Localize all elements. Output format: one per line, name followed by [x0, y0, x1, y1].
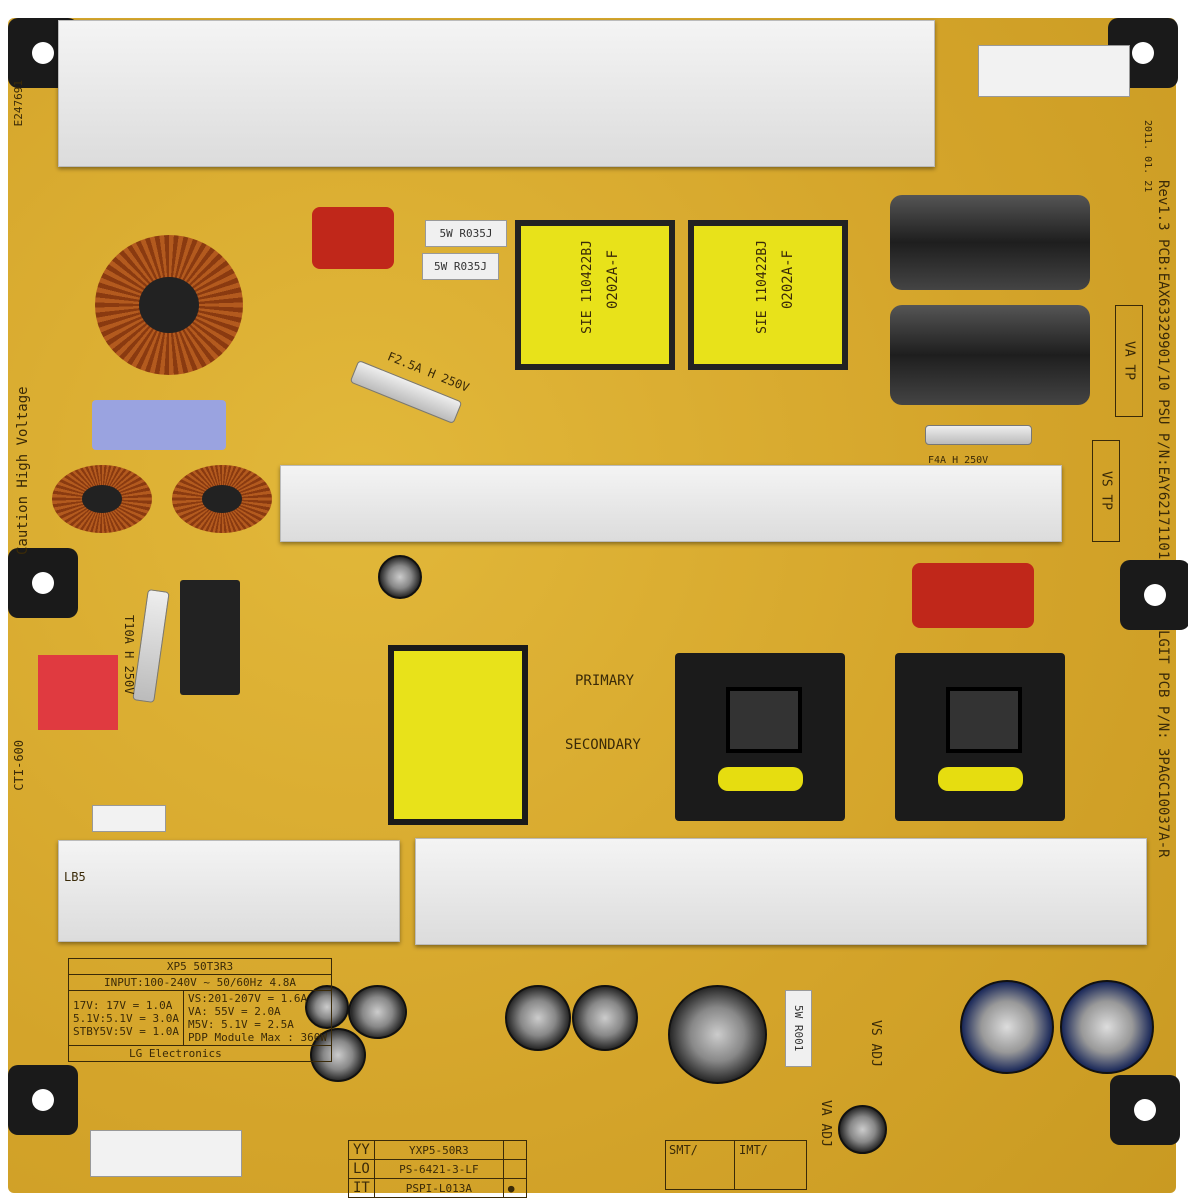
id-code: YY: [348, 1140, 375, 1160]
vs-tp-label: VS TP: [1092, 440, 1120, 542]
transformer-label: 0202A-F: [605, 250, 621, 310]
spec-rail: 5.1V:5.1V = 3.0A: [73, 1011, 179, 1025]
spec-rail: VS:201-207V = 1.6A: [187, 992, 308, 1005]
heatsink-sticker: LB5: [64, 870, 86, 884]
capacitor: [1060, 980, 1154, 1074]
spec-maker: LG Electronics: [67, 1045, 333, 1062]
capacitor: [838, 1105, 887, 1154]
id-code: LO: [348, 1159, 375, 1179]
lgit-pn-label: LGIT PCB P/N: 3PAGC10037A-R: [1155, 630, 1171, 858]
toroid-inductor: [95, 235, 243, 375]
primary-label: PRIMARY: [575, 673, 635, 689]
id-value: PS-6421-3-LF: [373, 1159, 504, 1179]
revision-label: Rev1.3 PCB:EAX63329901/10 PSU P/N:EAY621…: [1155, 180, 1171, 560]
spec-input: INPUT:100-240V ~ 50/60Hz 4.8A: [67, 974, 333, 991]
toroid-inductor: [172, 465, 272, 533]
x-capacitor: [92, 400, 226, 450]
toroid-inductor: [52, 465, 152, 533]
electrolytic-capacitor: [890, 195, 1090, 290]
power-resistor: 5W R035J: [422, 253, 499, 280]
vs-adj-label: VS ADJ: [868, 1020, 883, 1067]
date-label: 2011. 01. 21: [1142, 120, 1153, 193]
transformer-standby: [388, 645, 528, 825]
heatsink-middle: [280, 465, 1062, 542]
spec-rail: STBY5V:5V = 1.0A: [73, 1024, 179, 1038]
transformer: [515, 220, 675, 370]
mounting-hole: [1120, 560, 1188, 630]
capacitor: [572, 985, 638, 1051]
spec-rail: VA: 55V = 2.0A: [187, 1005, 281, 1018]
transformer-lot-label: SIE 110422BJ: [755, 240, 770, 334]
capacitor: [378, 555, 422, 599]
spec-max: PDP Module Max : 360W: [187, 1031, 328, 1044]
smt-label: SMT/: [669, 1143, 698, 1157]
fuse: [925, 425, 1032, 445]
heatsink-bottom-right: [415, 838, 1147, 945]
spec-rail: M5V: 5.1V = 2.5A: [187, 1018, 294, 1031]
heatsink-bottom-left: [58, 840, 400, 942]
relay: [180, 580, 240, 695]
connector-top: [978, 45, 1130, 97]
fuse-rating-label: F4A H 250V: [928, 455, 989, 466]
stamp-table: SMT/ IMT/: [665, 1140, 807, 1190]
transformer-label: 0202A-F: [780, 250, 796, 310]
secondary-label: SECONDARY: [565, 737, 641, 753]
mounting-hole: [8, 1065, 78, 1135]
transformer: [688, 220, 848, 370]
capacitor: [505, 985, 571, 1051]
heatsink-top: [58, 20, 935, 167]
transformer-black: [675, 653, 845, 821]
va-adj-label: VA ADJ: [818, 1100, 833, 1147]
fuse-input-label: T10A H 250V: [122, 615, 136, 695]
mounting-hole: [8, 548, 78, 618]
transformer-lot-label: SIE 110422BJ: [580, 240, 595, 334]
caution-label: Caution High Voltage: [15, 386, 31, 555]
spec-model: XP5 50T3R3: [67, 958, 333, 975]
shunt-resistor: 5W R001: [785, 990, 812, 1067]
capacitor: [960, 980, 1054, 1074]
electrolytic-capacitor: [890, 305, 1090, 405]
transformer-black: [895, 653, 1065, 821]
ul-cert-label: E247691: [12, 80, 25, 127]
film-capacitor: [312, 207, 394, 269]
id-value: YXP5-50R3: [373, 1140, 504, 1160]
capacitor: [668, 985, 767, 1084]
spec-rail: 17V: 17V = 1.0A: [73, 998, 173, 1012]
id-code: IT: [348, 1178, 375, 1198]
cti-label: CTI-600: [12, 740, 26, 791]
spec-table: XP5 50T3R3 INPUT:100-240V ~ 50/60Hz 4.8A…: [67, 958, 333, 1062]
imt-label: IMT/: [739, 1143, 768, 1157]
input-connector: [38, 655, 118, 730]
connector-small: [92, 805, 166, 832]
va-tp-label: VA TP: [1115, 305, 1143, 417]
capacitor: [348, 985, 407, 1039]
mounting-hole: [1110, 1075, 1180, 1145]
connector-bottom: [90, 1130, 242, 1177]
film-capacitor: [912, 563, 1034, 628]
id-value: PSPI-L013A: [373, 1178, 504, 1198]
power-resistor: 5W R035J: [425, 220, 507, 247]
